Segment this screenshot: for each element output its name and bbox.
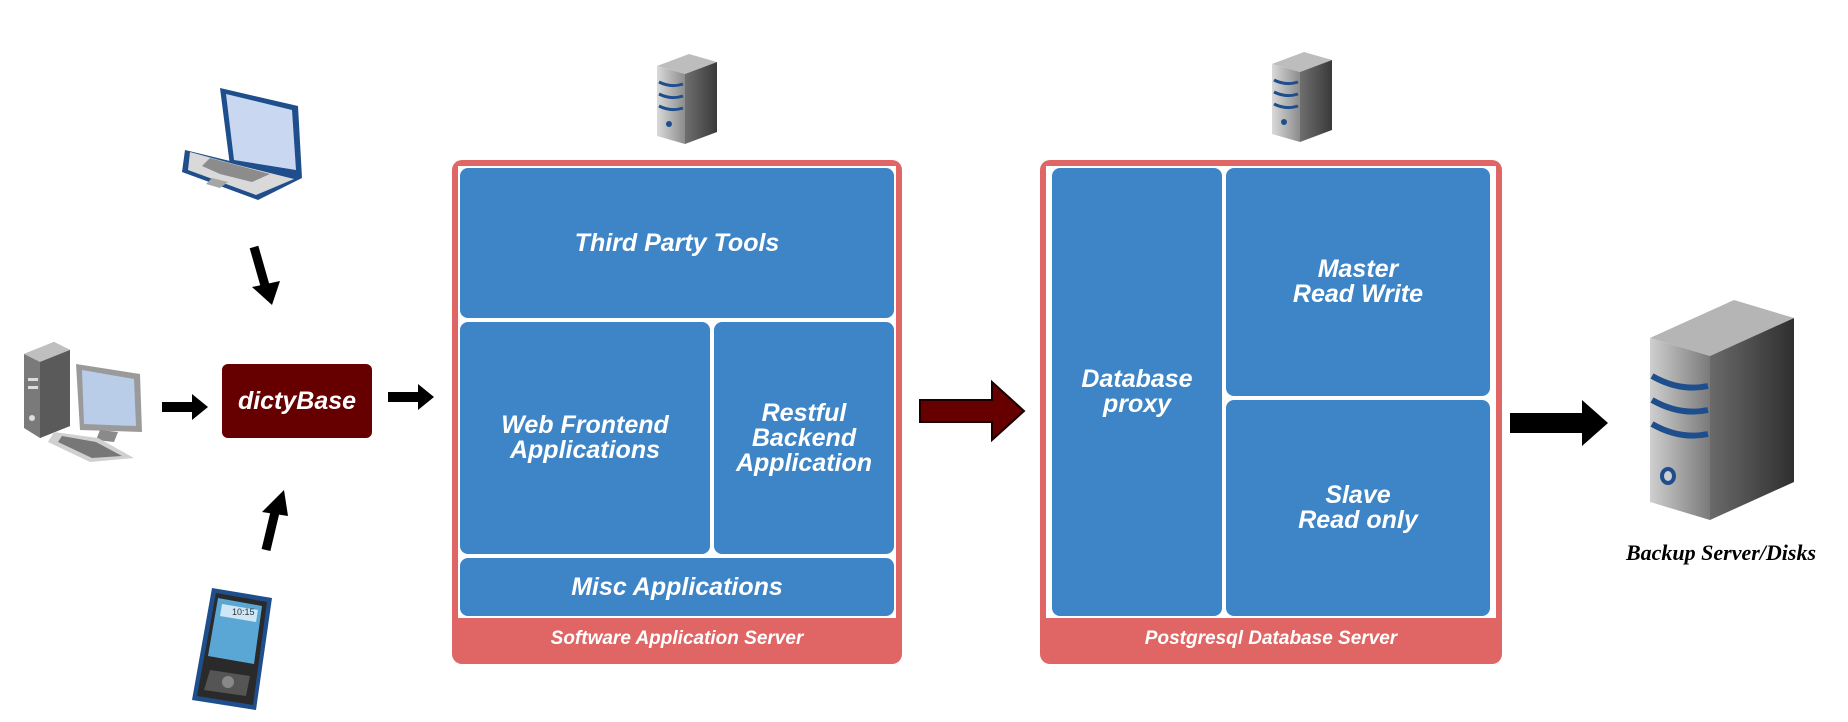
large-server-icon (1650, 300, 1794, 520)
arrow-desktop-to-dictybase (162, 394, 208, 420)
arrow-appserver-to-dbserver (919, 379, 1026, 443)
arrow-dictybase-to-appserver (388, 384, 434, 410)
backup-caption: Backup Server/Disks (1625, 540, 1817, 565)
arrow-dbserver-to-backup (1510, 400, 1608, 446)
desktop-computer-icon (24, 342, 142, 462)
mobile-phone-icon: 10:15 (192, 588, 272, 710)
app-server-footer: Software Application Server (550, 628, 804, 649)
restful-backend-block: Restful Backend Application (714, 322, 894, 554)
server-icon (657, 54, 717, 144)
slave-read-only-block: Slave Read only (1226, 400, 1490, 616)
database-proxy-block: Database proxy (1052, 168, 1222, 616)
third-party-tools-block: Third Party Tools (460, 168, 894, 318)
arrow-phone-to-dictybase (261, 490, 288, 552)
dictybase-label: dictyBase (237, 386, 357, 415)
dictybase-box: dictyBase (222, 364, 372, 438)
svg-text:10:15: 10:15 (232, 607, 255, 617)
server-icon (1272, 52, 1332, 142)
master-read-write-block: Master Read Write (1226, 168, 1490, 396)
misc-applications-block: Misc Applications (460, 558, 894, 616)
laptop-icon (182, 88, 302, 200)
arrow-laptop-to-dictybase (249, 245, 280, 305)
web-frontend-block: Web Frontend Applications (460, 322, 710, 554)
db-server-footer: Postgresql Database Server (1144, 628, 1398, 649)
